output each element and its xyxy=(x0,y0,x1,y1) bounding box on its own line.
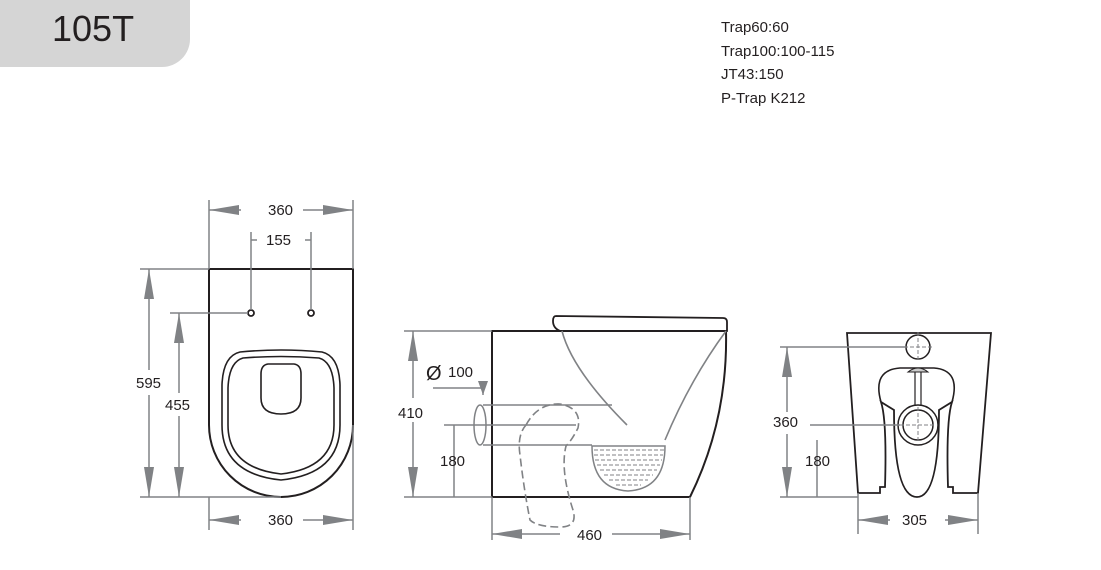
trap-options-list: Trap60:60 Trap100:100-115 JT43:150 P-Tra… xyxy=(721,16,834,110)
bottom-width-label: 360 xyxy=(268,512,293,529)
water-seal xyxy=(591,445,666,492)
back-view-outline xyxy=(846,332,992,498)
model-title: 105T xyxy=(52,8,135,49)
outlet-diameter-label: 100 xyxy=(448,364,473,381)
back-view: 360 180 305 xyxy=(773,332,992,534)
dashed-p-trap xyxy=(518,403,580,528)
trap-option: JT43:150 xyxy=(721,66,784,83)
top-view-outline xyxy=(208,268,354,498)
trap-option: P-Trap K212 xyxy=(721,89,806,107)
bowl-back-wall xyxy=(664,330,727,441)
side-view: Ø 100 410 180 460 xyxy=(398,315,728,544)
top-width-label: 360 xyxy=(268,202,293,219)
seat-outer-ring xyxy=(221,349,341,481)
outlet-ellipse xyxy=(473,404,487,446)
trap-option: Trap100:100-115 xyxy=(721,42,835,60)
depth-label: 460 xyxy=(577,527,602,544)
bowl-front-wall xyxy=(561,330,628,426)
side-height-label: 410 xyxy=(398,405,423,422)
side-outlet-height-label: 180 xyxy=(440,453,465,470)
inlet-height-label: 360 xyxy=(773,414,798,431)
bowl-opening xyxy=(260,363,302,415)
hole-spacing-label: 155 xyxy=(266,232,291,249)
seat-inner-ring xyxy=(227,355,335,475)
back-outlet-height-label: 180 xyxy=(805,453,830,470)
seat-lid xyxy=(552,315,728,332)
side-view-body xyxy=(491,330,728,498)
top-view: 360 155 595 455 360 xyxy=(136,200,354,530)
back-view-dome xyxy=(878,367,956,403)
diameter-symbol: Ø xyxy=(426,363,442,385)
mounting-hole-left xyxy=(247,309,255,317)
model-tab: 105T xyxy=(0,0,190,67)
hole-to-front-label: 455 xyxy=(165,397,190,414)
base-width-label: 305 xyxy=(902,512,927,529)
mounting-hole-right xyxy=(307,309,315,317)
trap-option: Trap60:60 xyxy=(721,19,789,36)
overall-length-label: 595 xyxy=(136,375,161,392)
